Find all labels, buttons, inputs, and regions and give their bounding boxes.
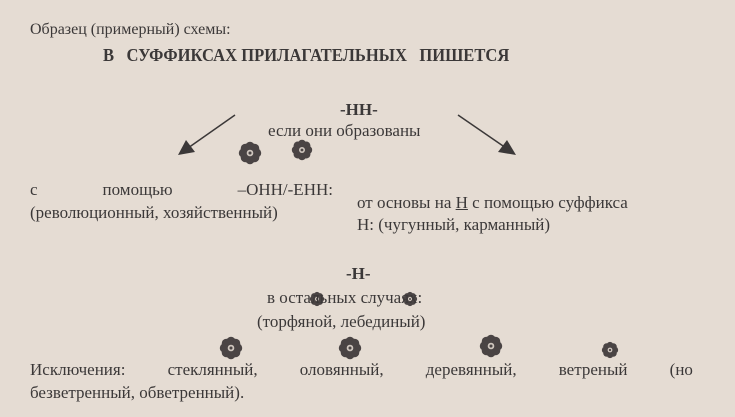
word: с: [30, 180, 38, 199]
underlined-letter: Н: [455, 193, 468, 212]
intro-text: Образец (примерный) схемы:: [30, 21, 231, 38]
word: Исключения:: [30, 360, 126, 379]
n-examples: (торфяной, лебединый): [257, 312, 426, 331]
n-condition: в остальных случаях:: [267, 288, 423, 307]
flower-icon: [479, 334, 503, 358]
word: (но: [669, 360, 693, 379]
arrow-right-icon: [457, 114, 516, 155]
flower-icon: [291, 139, 313, 161]
flower-icon: [219, 336, 243, 360]
nn-right-examples: Н: (чугунный, карманный): [357, 215, 551, 234]
flower-icon: [338, 336, 362, 360]
nn-left-line1: с помощью –ОНН/-ЕНН:: [30, 180, 333, 200]
word: деревянный,: [425, 360, 517, 379]
text: с помощью суффикса: [467, 193, 628, 212]
text: от основы на: [357, 193, 456, 212]
page-title: В СУФФИКСАХ ПРИЛАГАТЕЛЬНЫХ ПИШЕТСЯ: [103, 45, 510, 65]
word: стеклянный,: [167, 360, 258, 379]
nn-label: -НН-: [340, 100, 378, 119]
word: ветреный: [558, 360, 628, 379]
flower-icon: [238, 141, 262, 165]
n-label: -Н-: [346, 264, 371, 283]
nn-condition: если они образованы: [268, 121, 421, 140]
flower-icon: [402, 291, 418, 307]
flower-icon: [309, 291, 325, 307]
exceptions-line1: Исключения: стеклянный, оловянный, дерев…: [30, 360, 693, 380]
word: помощью: [102, 180, 173, 199]
exceptions-line2: безветренный, обветренный).: [30, 383, 245, 402]
arrow-left-icon: [178, 114, 236, 155]
flower-icon: [601, 341, 619, 359]
word: оловянный,: [299, 360, 384, 379]
nn-left-examples: (революционный, хозяйственный): [30, 203, 278, 222]
nn-right-line1: от основы на Н с помощью суффикса: [357, 193, 628, 213]
word: –ОНН/-ЕНН:: [237, 180, 333, 199]
